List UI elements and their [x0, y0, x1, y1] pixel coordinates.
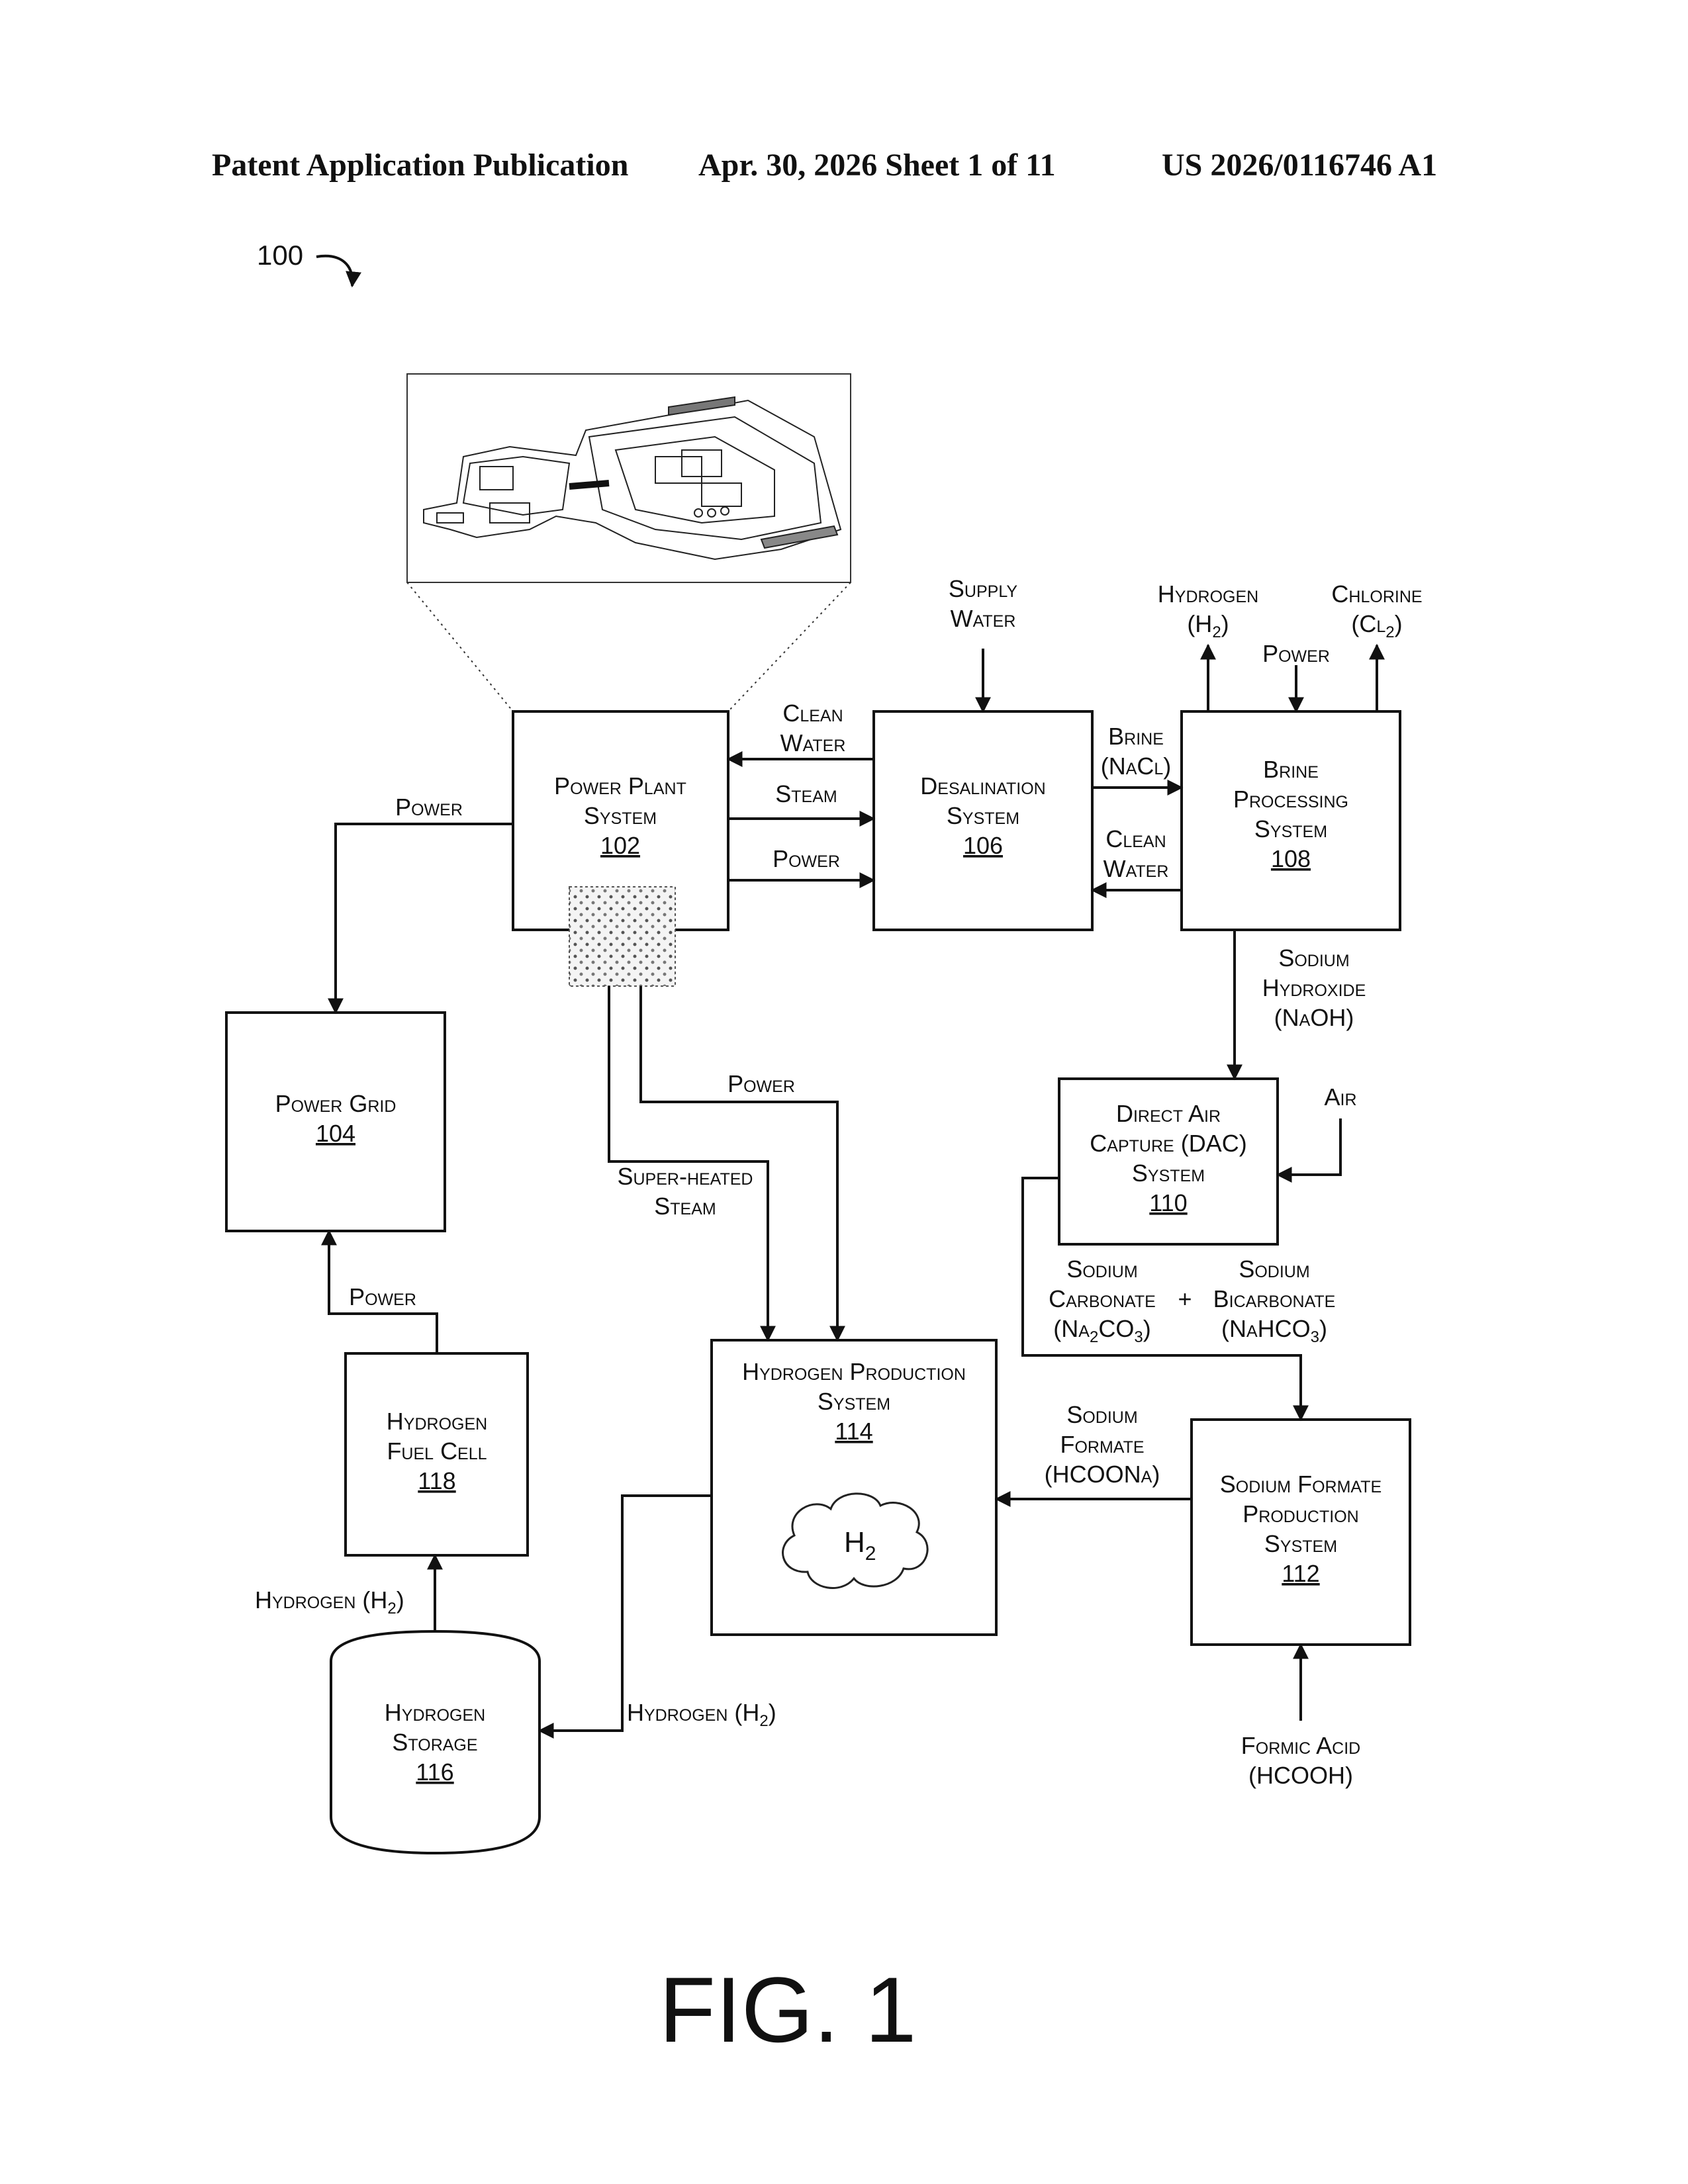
brine-flow-label-1: Brine — [1108, 723, 1164, 750]
clean-water2-label-1: Clean — [1105, 825, 1166, 852]
h2prod-number: 114 — [835, 1418, 872, 1445]
carbonate-label-1: Sodium — [1066, 1255, 1137, 1283]
desalination-number: 106 — [963, 832, 1003, 859]
dac-label-1: Direct Air — [1116, 1100, 1221, 1127]
power-fuelcell-label: Power — [349, 1283, 416, 1310]
naoh-label-3: (NaOH) — [1274, 1004, 1354, 1031]
brine-number: 108 — [1271, 845, 1311, 872]
fuelcell-label-2: Fuel Cell — [387, 1437, 487, 1465]
hydrogen-to-storage-arrow — [539, 1496, 712, 1731]
fuelcell-label-1: Hydrogen — [387, 1408, 487, 1435]
power-grid-label: Power Grid — [275, 1090, 397, 1117]
clean-water-label-1: Clean — [782, 700, 843, 727]
chlorine-label-2: (Cl2) — [1351, 610, 1402, 641]
brine-label-1: Brine — [1263, 756, 1319, 783]
hydrogen-top-label-2: (H2) — [1187, 610, 1229, 641]
dac-label-3: System — [1132, 1160, 1205, 1187]
power-plant-illustration — [407, 374, 851, 582]
superheated-label-1: Super-heated — [617, 1163, 753, 1190]
hydrogen-storage-flow-label: Hydrogen (H2) — [627, 1699, 776, 1730]
supply-water-label-1: Supply — [949, 575, 1017, 602]
air-arrow — [1278, 1118, 1340, 1175]
hydrogen-top-label-1: Hydrogen — [1158, 580, 1258, 608]
storage-number: 116 — [416, 1758, 453, 1786]
hydrogen-storage-tank: Hydrogen Storage 116 — [331, 1631, 539, 1853]
sodium-formate-flow-3: (HCOONa) — [1045, 1461, 1160, 1488]
callout-line-left — [407, 582, 513, 711]
naoh-label-2: Hydroxide — [1262, 974, 1366, 1001]
header-publication-label: Patent Application Publication — [212, 148, 628, 183]
superheated-label-2: Steam — [654, 1193, 716, 1220]
power-brine-label: Power — [1262, 640, 1330, 667]
power-to-grid-arrow — [336, 824, 513, 1013]
power-grid-block: Power Grid 104 — [226, 1013, 445, 1231]
power-grid-flow-label: Power — [395, 794, 463, 821]
sodium-formate-flow-1: Sodium — [1066, 1401, 1137, 1428]
figure-reference-numeral: 100 — [257, 240, 303, 271]
clean-water2-label-2: Water — [1103, 855, 1169, 882]
bicarbonate-label-1: Sodium — [1239, 1255, 1309, 1283]
hydrogen-fuelcell-flow-label: Hydrogen (H2) — [255, 1586, 404, 1617]
desalination-block: Desalination System 106 — [874, 711, 1092, 930]
formate-label-2: Production — [1243, 1500, 1358, 1527]
power-h2prod-label: Power — [727, 1070, 795, 1097]
dac-label-2: Capture (DAC) — [1090, 1130, 1246, 1157]
power-plant-label-2: System — [584, 802, 657, 829]
naoh-label-1: Sodium — [1278, 944, 1349, 972]
clean-water-label-2: Water — [780, 729, 846, 756]
h2prod-label-2: System — [818, 1388, 890, 1415]
storage-label-2: Storage — [392, 1729, 477, 1756]
sodium-formate-block: Sodium Formate Production System 112 — [1192, 1420, 1410, 1645]
hydrogen-fuel-cell-block: Hydrogen Fuel Cell 118 — [346, 1353, 528, 1555]
brine-processing-block: Brine Processing System 108 — [1182, 711, 1400, 930]
plus-sign: + — [1178, 1285, 1192, 1312]
power-grid-number: 104 — [316, 1120, 355, 1147]
bicarbonate-label-3: (NaHCO3) — [1221, 1315, 1327, 1346]
h2prod-label-1: Hydrogen Production — [742, 1358, 966, 1385]
header-date-sheet: Apr. 30, 2026 Sheet 1 of 11 — [698, 148, 1056, 183]
steam-label: Steam — [775, 780, 837, 807]
figure-caption: FIG. 1 — [659, 1958, 917, 2062]
supply-water-label-2: Water — [951, 605, 1016, 632]
desalination-label-1: Desalination — [920, 772, 1045, 799]
turbine-grill-icon — [569, 887, 675, 986]
header-publication-number: US 2026/0116746 A1 — [1162, 148, 1437, 183]
hydrogen-production-block: Hydrogen Production System 114 H2 — [712, 1340, 996, 1635]
power-desal-label: Power — [773, 845, 840, 872]
bicarbonate-label-2: Bicarbonate — [1213, 1285, 1336, 1312]
desalination-label-2: System — [947, 802, 1019, 829]
carbonate-label-2: Carbonate — [1049, 1285, 1156, 1312]
brine-flow-label-2: (NaCl) — [1101, 752, 1172, 780]
sodium-formate-flow-2: Formate — [1060, 1431, 1144, 1458]
formate-label-3: System — [1264, 1530, 1337, 1557]
dac-block: Direct Air Capture (DAC) System 110 — [1059, 1079, 1278, 1244]
fuelcell-number: 118 — [418, 1467, 455, 1494]
chlorine-label-1: Chlorine — [1331, 580, 1422, 608]
brine-label-2: Processing — [1233, 786, 1348, 813]
power-plant-label-1: Power Plant — [554, 772, 686, 799]
formate-number: 112 — [1282, 1560, 1319, 1587]
air-label: Air — [1324, 1083, 1356, 1111]
dac-number: 110 — [1149, 1189, 1187, 1216]
reference-leader-arrow — [316, 256, 352, 286]
power-plant-number: 102 — [600, 832, 640, 859]
callout-line-right — [728, 582, 851, 711]
formic-acid-label-1: Formic Acid — [1241, 1732, 1360, 1759]
formate-label-1: Sodium Formate — [1220, 1471, 1382, 1498]
storage-label-1: Hydrogen — [385, 1699, 485, 1726]
formic-acid-label-2: (HCOOH) — [1248, 1762, 1353, 1789]
carbonate-label-3: (Na2CO3) — [1053, 1315, 1150, 1346]
brine-label-3: System — [1254, 815, 1327, 842]
